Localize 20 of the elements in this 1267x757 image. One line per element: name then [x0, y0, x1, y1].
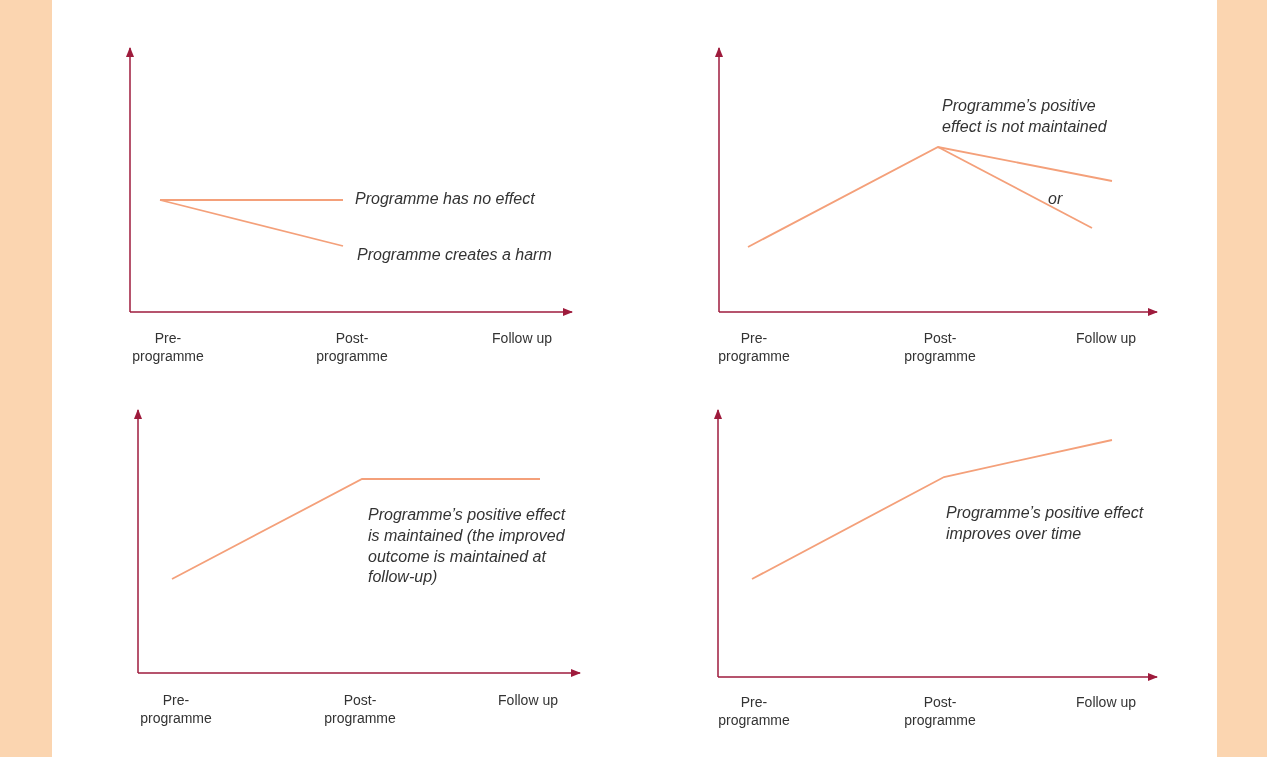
axis-tick-label: Follow up — [1076, 693, 1136, 712]
axis-tick-label: Pre- programme — [717, 329, 791, 366]
annotation-text: Programme has no effect — [355, 189, 536, 209]
annotation-text: Programme creates a harm — [357, 245, 553, 265]
axis-tick-label: Post- programme — [903, 693, 977, 730]
axis-tick-label: Post- programme — [315, 329, 389, 366]
annotation-text: Programme’s positive effect is maintained (the improved outcome is maintained at follow-up) — [368, 505, 567, 588]
annotation-text: Programme’s positive effect is not maintained — [942, 96, 1108, 137]
axis-tick-label: Pre- programme — [717, 693, 791, 730]
axis-tick-label: Follow up — [1076, 329, 1136, 348]
axis-tick-label: Pre- programme — [139, 691, 213, 728]
axis-tick-label: Follow up — [492, 329, 552, 348]
axis-tick-label: Post- programme — [903, 329, 977, 366]
axis-tick-label: Post- programme — [323, 691, 397, 728]
annotation-text: Programme’s positive effect improves over time — [946, 503, 1145, 544]
axis-tick-label: Pre- programme — [131, 329, 205, 366]
annotation-text: or — [1048, 189, 1064, 209]
side-band — [0, 0, 52, 757]
side-band — [1217, 0, 1267, 757]
axis-tick-label: Follow up — [498, 691, 558, 710]
